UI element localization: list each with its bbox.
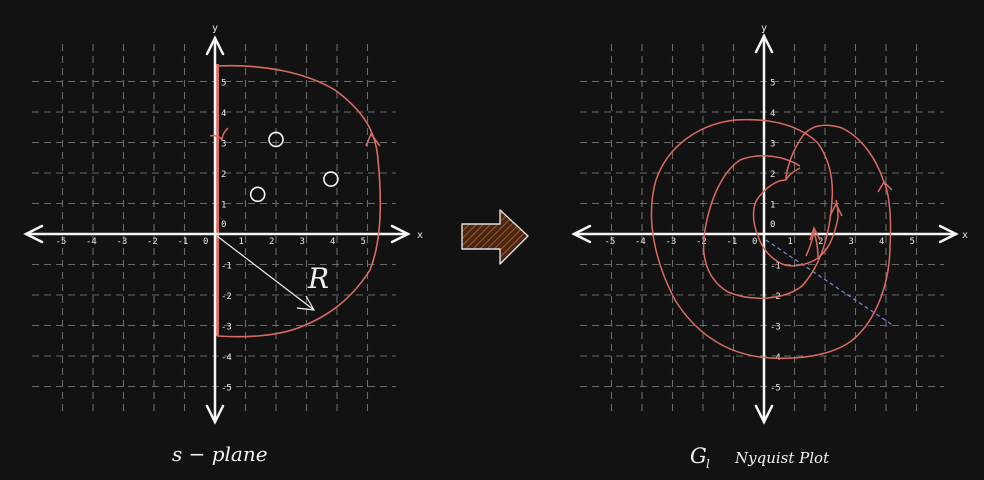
s-plane-y-label: y [212, 23, 218, 34]
nyquist-x-label: x [962, 230, 968, 241]
nyquist-x-tick-label: 1 [788, 237, 793, 247]
nyquist-x-tick-label: -5 [605, 237, 616, 247]
nyquist-x-tick-label: -1 [727, 237, 738, 247]
nyquist-y-tick-label: -1 [770, 262, 781, 272]
s-plane-x-tick-label: 0 [203, 237, 208, 247]
s-plane-y-tick-label: 0 [221, 220, 226, 230]
s-plane-tick-labels: -5 -4 -3 -2 -1 0 1 2 3 4 5 5 4 3 2 1 0 -1 -2 -3 -4 -5 [56, 79, 366, 394]
nyquist-loop-arrow [809, 226, 821, 241]
nyquist-caption-subscript: l [706, 457, 710, 471]
s-plane-caption: s − plane [172, 442, 268, 466]
s-plane-contour-arc [216, 64, 382, 338]
s-plane-y-tick-label: 3 [221, 140, 226, 150]
nyquist-outer-arrow [877, 180, 893, 193]
s-plane-x-tick-label: 5 [361, 237, 366, 247]
s-plane-y-tick-label: -2 [221, 292, 232, 302]
nyquist-y-tick-label: 4 [770, 109, 775, 119]
s-plane-x-tick-label: 3 [300, 237, 305, 247]
s-plane-x-tick-label: 4 [330, 237, 335, 247]
s-plane-y-tick-label: 2 [221, 170, 226, 180]
radius-arrow [216, 235, 316, 311]
s-plane-y-tick-label: 4 [221, 109, 226, 119]
s-plane-y-tick-label: 5 [221, 79, 226, 89]
nyquist-y-tick-label: -3 [770, 323, 781, 333]
nyquist-curve-outer [650, 118, 892, 360]
s-plane-panel: x y -5 -4 -3 -2 -1 0 1 2 3 4 5 5 4 3 2 1 0 -1 -2 -3 -4 -5 R s… [23, 23, 423, 466]
s-plane-y-tick-label: -4 [221, 353, 232, 363]
s-plane-x-tick-label: 1 [239, 237, 244, 247]
s-plane-y-axis [205, 35, 225, 425]
nyquist-x-tick-label: 4 [879, 237, 884, 247]
nyquist-y-tick-label: 1 [770, 201, 775, 211]
s-plane-x-tick-label: -4 [86, 237, 97, 247]
s-plane-poles [249, 131, 339, 203]
nyquist-y-label: y [761, 23, 767, 34]
nyquist-curve-mid [785, 124, 885, 183]
s-plane-x-tick-label: -2 [147, 237, 158, 247]
nyquist-x-tick-label: 5 [910, 237, 915, 247]
nyquist-y-tick-label: 2 [770, 170, 775, 180]
s-plane-contour-direction-arrow [365, 132, 381, 147]
nyquist-curve-loop [805, 229, 819, 259]
pole-marker [268, 131, 284, 148]
right-arrow-icon [461, 209, 529, 265]
nyquist-y-tick-label: 3 [770, 140, 775, 150]
nyquist-caption-symbol: G [690, 444, 707, 468]
s-plane-y-tick-label: -5 [221, 384, 232, 394]
nyquist-x-tick-label: 2 [818, 237, 823, 247]
pole-marker [323, 171, 339, 187]
s-plane-x-tick-label: -3 [117, 237, 128, 247]
nyquist-y-tick-label: 5 [770, 79, 775, 89]
s-plane-x-tick-label: -1 [178, 237, 189, 247]
nyquist-y-tick-label: -5 [770, 384, 781, 394]
s-plane-contour-imag-arrow [209, 127, 229, 141]
s-plane-x-tick-label: -5 [56, 237, 67, 247]
nyquist-caption-text: Nyquist Plot [734, 449, 830, 467]
radius-label: R [307, 262, 329, 295]
nyquist-curve-inner [702, 142, 834, 299]
nyquist-dashed-line [765, 239, 895, 327]
nyquist-inner-arrow [829, 202, 843, 217]
nyquist-x-tick-label: 3 [849, 237, 854, 247]
s-plane-y-tick-label: -1 [221, 262, 232, 272]
nyquist-x-tick-label: -4 [635, 237, 646, 247]
s-plane-y-tick-label: -3 [221, 323, 232, 333]
nyquist-x-tick-label: -2 [696, 237, 707, 247]
s-plane-x-label: x [417, 230, 423, 241]
s-plane-y-tick-label: 1 [221, 201, 226, 211]
pole-marker [249, 186, 266, 203]
nyquist-x-tick-label: 0 [752, 237, 757, 247]
s-plane-x-axis [23, 224, 411, 244]
nyquist-x-tick-label: -3 [666, 237, 677, 247]
nyquist-y-tick-label: 0 [770, 220, 775, 230]
s-plane-x-tick-label: 2 [269, 237, 274, 247]
